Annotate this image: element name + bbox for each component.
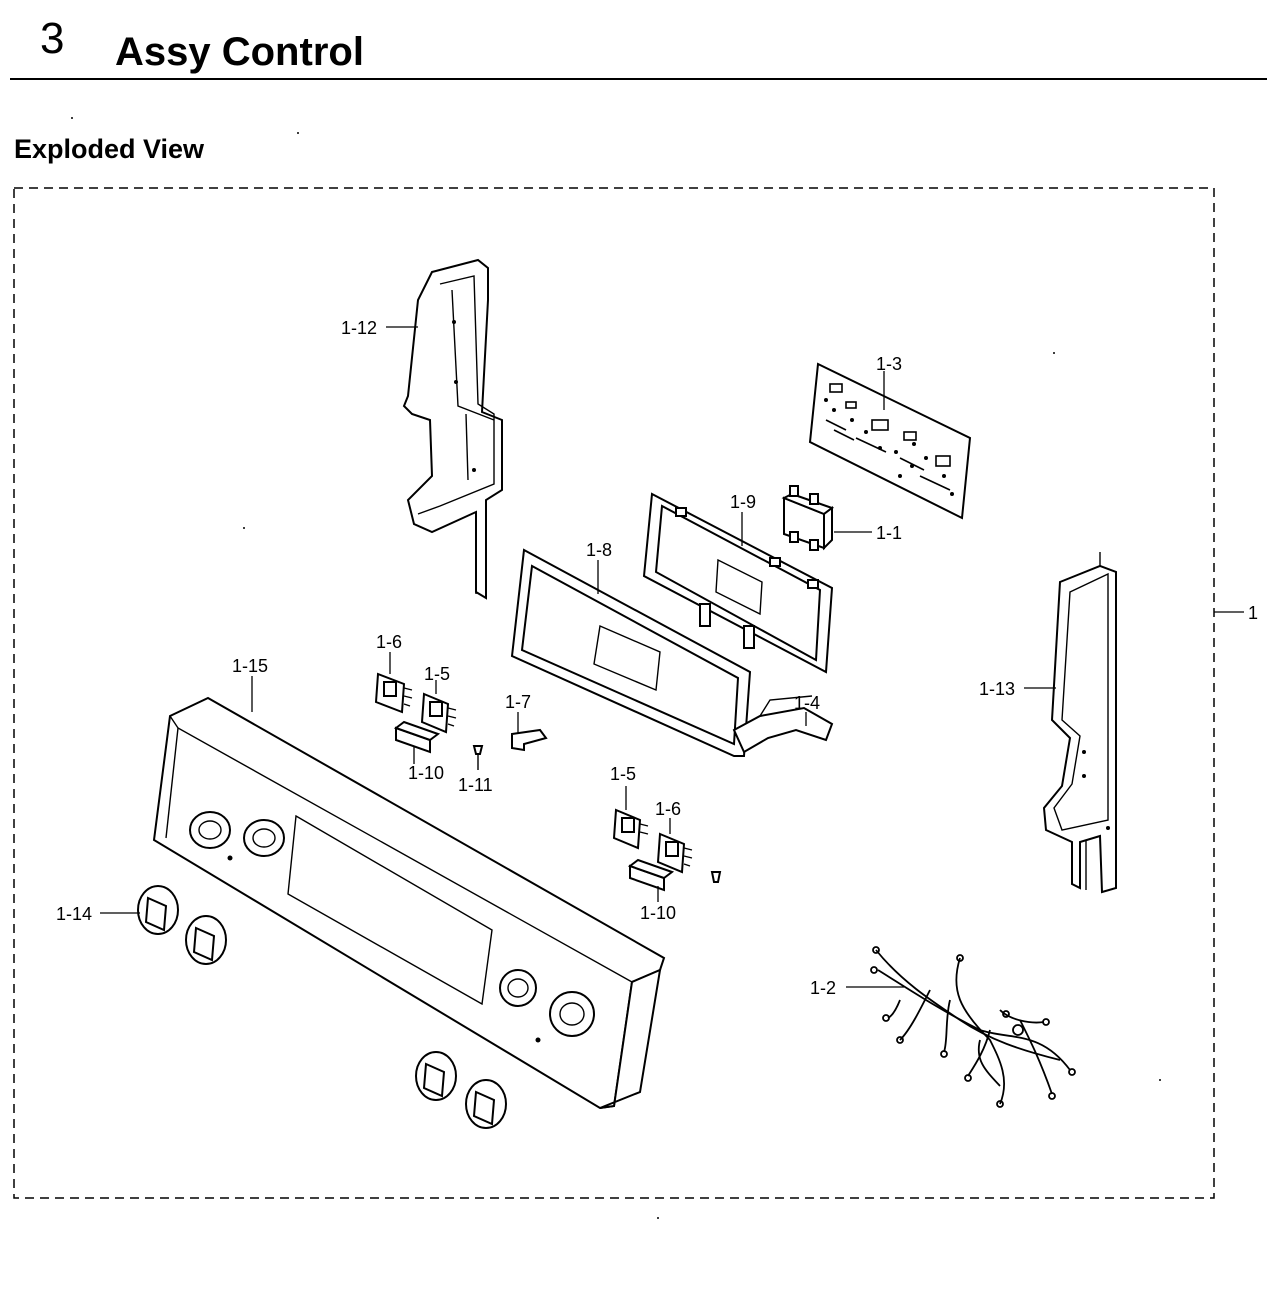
title-rule [10,78,1267,80]
label-1-4: 1-4 [794,693,820,713]
label-1-5-left: 1-5 [424,664,450,684]
view-subtitle: Exploded View [14,134,205,164]
scan-specks [71,117,1161,1219]
cover-1-10-left [393,720,441,754]
label-1-1: 1-1 [876,523,902,543]
clip-1-7 [511,728,548,752]
label-1-10-right: 1-10 [640,903,676,923]
label-1-11: 1-11 [458,775,493,795]
switch-1-6-left [374,672,413,714]
knob-1-14-a [137,885,179,935]
label-1-14: 1-14 [56,904,92,924]
screw-right [710,871,722,883]
label-1-8: 1-8 [586,540,612,560]
section-number: 3 [40,14,65,63]
switch-1-6-right [656,832,693,874]
label-1-6-left: 1-6 [376,632,402,652]
label-1-5-right: 1-5 [610,764,636,784]
label-1-6-right: 1-6 [655,799,681,819]
assembly-boundary [13,187,1215,1199]
pcb-1-3 [808,362,972,520]
wire-harness-1-2 [870,946,1076,1108]
label-1-2: 1-2 [810,978,836,998]
switch-1-5-right [612,808,649,850]
control-panel-1-15 [152,696,666,1110]
display-frame-1-9 [642,492,834,674]
cover-1-10-right [627,858,675,892]
gasket-1-8 [510,548,834,757]
label-1-12: 1-12 [341,318,377,338]
switch-1-5-left [420,692,457,734]
screw-1-11 [472,745,484,770]
relay-module-1-1 [781,485,835,551]
label-1-7: 1-7 [505,692,531,712]
knob-1-14-c [415,1051,457,1101]
bracket-right-1-13 [1042,552,1117,894]
section-title: Assy Control [115,30,364,74]
label-1-9: 1-9 [730,492,756,512]
knob-1-14-d [465,1079,507,1129]
label-1-13: 1-13 [979,679,1015,699]
label-assembly: 1 [1248,603,1258,623]
label-1-15: 1-15 [232,656,268,676]
label-1-3: 1-3 [876,354,902,374]
knob-1-14-b [185,915,227,965]
label-1-10-left: 1-10 [408,763,444,783]
bracket-left-1-12 [402,258,503,600]
